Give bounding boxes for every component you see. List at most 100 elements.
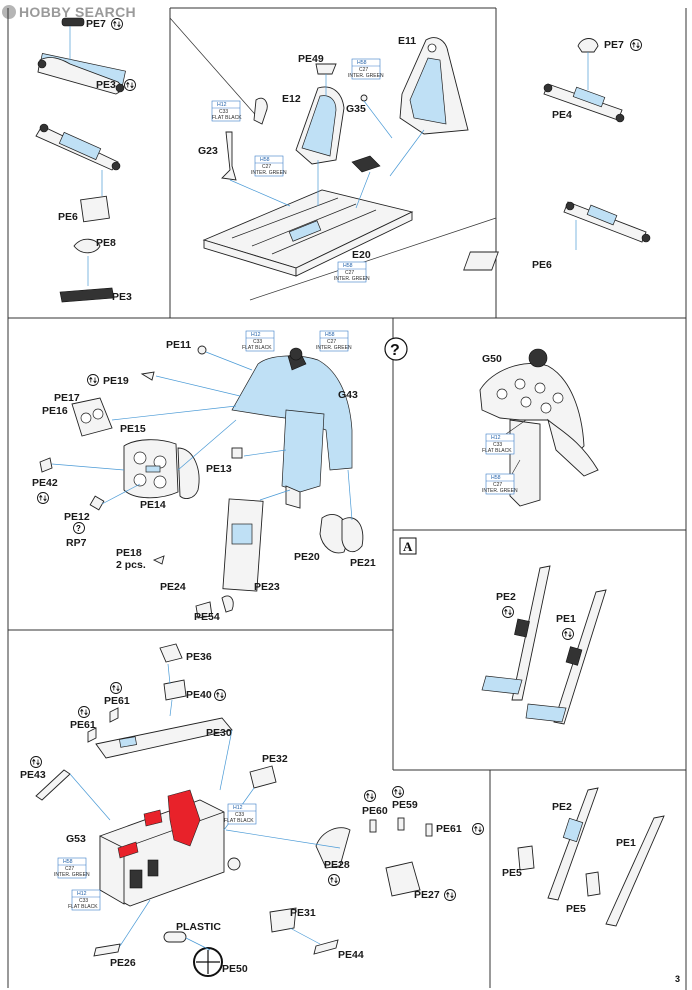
svg-text:INTER. GREEN: INTER. GREEN <box>482 488 518 494</box>
svg-text:H12: H12 <box>77 891 87 897</box>
svg-text:C27: C27 <box>65 866 74 872</box>
pe7-buckle <box>61 17 85 27</box>
pe19-part <box>140 371 155 381</box>
label-pe19: PE19 <box>103 375 129 387</box>
pe26-part <box>93 943 121 957</box>
svg-text:H58: H58 <box>357 60 367 66</box>
pe49-part <box>315 63 337 75</box>
label-pe12: PE12 <box>64 511 90 523</box>
pe36-part <box>159 643 183 663</box>
label-pe44: PE44 <box>338 949 364 961</box>
paint-code: H12 <box>217 102 227 108</box>
plastic-tube <box>163 931 187 943</box>
flip-icon <box>87 374 99 386</box>
pe6-harness <box>563 201 647 243</box>
pe61-a <box>109 707 119 723</box>
panel-section-a: A PE2 PE1 <box>399 537 607 725</box>
pe14-back <box>177 447 200 499</box>
floor-bracket <box>351 155 381 173</box>
panel-top-right: PE7 PE4 PE6 <box>463 38 651 271</box>
pe13-part <box>231 447 243 459</box>
svg-text:C27: C27 <box>345 270 354 276</box>
label-pe7-b: PE7 <box>604 39 624 51</box>
label-pe15: PE15 <box>120 423 146 435</box>
label-pe40: PE40 <box>186 689 212 701</box>
pe16-plate <box>71 397 113 437</box>
flip-icon <box>78 706 90 718</box>
label-pe4: PE4 <box>552 109 572 121</box>
flip-icon <box>562 628 574 640</box>
label-pe23: PE23 <box>254 581 280 593</box>
panel-borders <box>7 7 687 990</box>
flip-icon <box>502 606 514 618</box>
label-pe31: PE31 <box>290 907 316 919</box>
label-pe20: PE20 <box>294 551 320 563</box>
label-pe16: PE16 <box>42 405 68 417</box>
svg-text:?: ? <box>390 342 400 359</box>
label-pe50: PE50 <box>222 963 248 975</box>
label-pe5-a: PE5 <box>502 867 522 879</box>
label-plastic: PLASTIC <box>176 921 221 933</box>
label-pe2-a: PE2 <box>496 591 516 603</box>
svg-text:INTER. GREEN: INTER. GREEN <box>348 73 384 79</box>
pe1-strap-b <box>605 815 665 927</box>
flip-icon <box>364 790 376 802</box>
label-pe61-a: PE61 <box>104 695 130 707</box>
g23-stick <box>221 131 237 181</box>
optional-icon <box>73 522 85 534</box>
svg-text:C27: C27 <box>359 67 368 73</box>
panel-middle-right: ? H12 C33 FLAT BLACK H58 C27 INTER. GREE… <box>384 337 599 507</box>
svg-text:H12: H12 <box>251 332 261 338</box>
label-pe54: PE54 <box>194 611 220 623</box>
label-pe13: PE13 <box>206 463 232 475</box>
svg-text:H58: H58 <box>343 263 353 269</box>
label-g50: G50 <box>482 353 502 365</box>
label-pe8: PE8 <box>96 237 116 249</box>
label-g35: G35 <box>346 103 366 115</box>
pe24-part <box>195 601 213 619</box>
svg-text:INTER. GREEN: INTER. GREEN <box>334 276 370 282</box>
label-pe59: PE59 <box>392 799 418 811</box>
svg-text:FLAT BLACK: FLAT BLACK <box>482 448 512 454</box>
pe27-throttle <box>385 861 421 897</box>
panel-bottom-right: PE2 PE1 PE5 PE5 3 <box>502 787 680 984</box>
optional-big-icon <box>384 337 408 361</box>
label-pe28: PE28 <box>324 859 350 871</box>
flip-icon <box>444 889 456 901</box>
panel-top-left: PE7 PE3 PE6 PE8 PE3 <box>35 17 136 303</box>
label-pe61-b: PE61 <box>70 719 96 731</box>
pe7-clip <box>577 38 599 53</box>
label-rp7: RP7 <box>66 537 87 549</box>
pe5-left <box>517 845 535 871</box>
svg-text:H58: H58 <box>63 859 73 865</box>
pe54-part <box>221 595 234 613</box>
label-pe24: PE24 <box>160 581 186 593</box>
label-pe30: PE30 <box>206 727 232 739</box>
label-pe43: PE43 <box>20 769 46 781</box>
g53-red-lever <box>167 789 201 847</box>
pe11-knob <box>197 345 207 355</box>
flip-icon <box>124 79 136 91</box>
flip-icon <box>111 18 123 30</box>
pe32-part <box>249 765 277 789</box>
hobby-search-watermark: HOBBY SEARCH <box>2 2 136 22</box>
g-bracket <box>253 97 268 125</box>
pe6-pad <box>80 195 110 223</box>
label-g23: G23 <box>198 145 218 157</box>
pe42-part <box>39 457 53 473</box>
pe23-plate <box>222 498 264 592</box>
label-pe3-b: PE3 <box>112 291 132 303</box>
svg-text:H58: H58 <box>491 475 501 481</box>
flip-icon <box>110 682 122 694</box>
label-pe6-b: PE6 <box>532 259 552 271</box>
pe6-pad-right <box>463 251 499 271</box>
pe2-strap <box>511 565 551 701</box>
pe5-right <box>585 871 601 897</box>
svg-text:FLAT BLACK: FLAT BLACK <box>212 115 242 121</box>
page-number: 3 <box>675 974 680 984</box>
svg-text:INTER. GREEN: INTER. GREEN <box>251 170 287 176</box>
label-e20: E20 <box>352 249 371 261</box>
pe40-part <box>163 679 187 701</box>
svg-text:H58: H58 <box>260 157 270 163</box>
pe61-b <box>87 727 97 743</box>
